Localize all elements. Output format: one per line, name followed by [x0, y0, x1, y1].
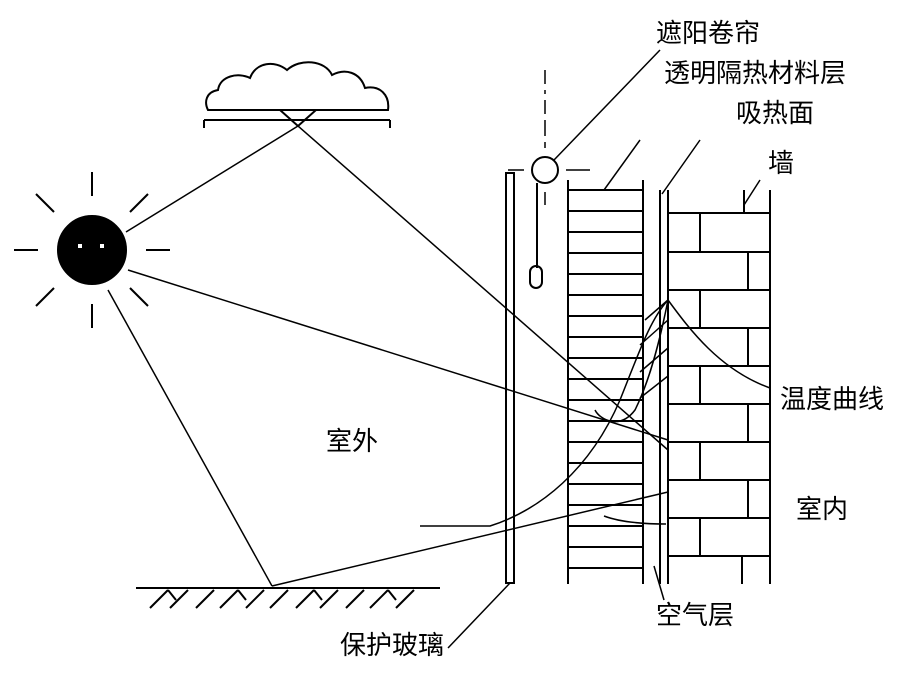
sun-icon [14, 172, 170, 328]
protective-glass [447, 172, 515, 649]
shade-roller-blind [508, 49, 661, 289]
air-layer-leader [653, 565, 665, 601]
label-protective-glass: 保护玻璃 [340, 631, 444, 661]
label-transparent-insulation-layer: 透明隔热材料层 [664, 59, 846, 89]
heat-absorbing-surface [659, 139, 701, 584]
label-air-layer: 空气层 [656, 601, 734, 631]
label-wall: 墙 [768, 149, 794, 179]
label-outdoor: 室外 [326, 427, 378, 457]
label-indoor: 室内 [796, 495, 848, 525]
label-shade-roller-blind: 遮阳卷帘 [656, 19, 760, 49]
temperature-curve [420, 299, 771, 527]
ground-surface [136, 587, 440, 609]
transparent-insulation-layer [567, 139, 644, 584]
brick-wall [667, 179, 771, 584]
solar-rays [107, 125, 669, 587]
cloud-icon [203, 61, 391, 128]
label-temperature-curve: 温度曲线 [780, 385, 884, 415]
label-heat-absorbing-surface: 吸热面 [736, 99, 814, 129]
